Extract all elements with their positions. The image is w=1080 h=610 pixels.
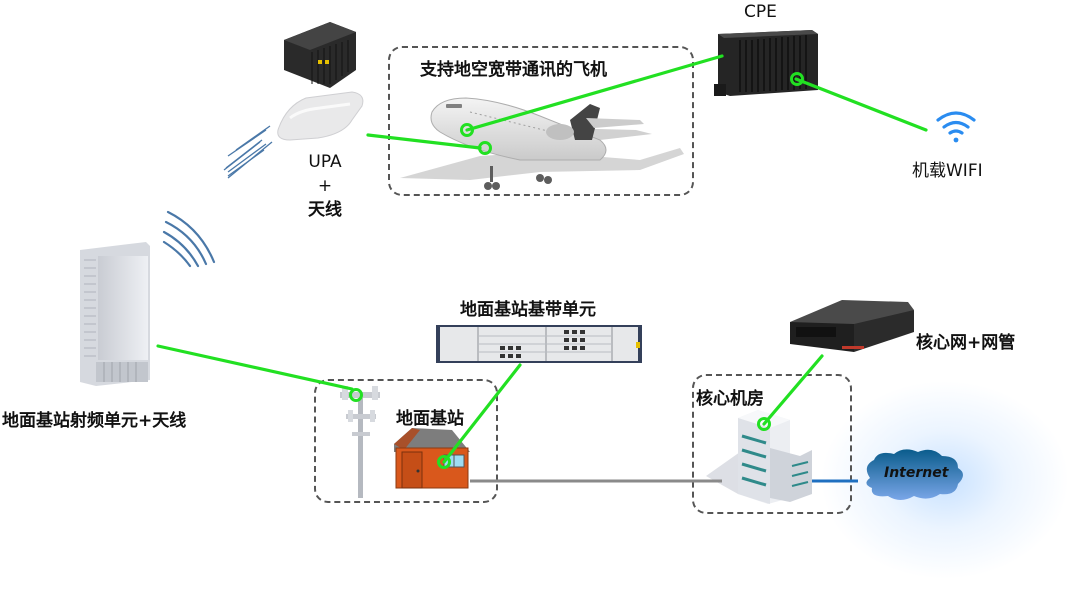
- internet-cloud-icon: [866, 449, 963, 500]
- station-house-icon: [394, 428, 470, 489]
- core-room-label: 核心机房: [696, 389, 764, 409]
- aircraft-group-box: [388, 46, 694, 196]
- aircraft-icon: [400, 97, 684, 190]
- rru-label: 地面基站射频单元+天线: [2, 411, 187, 431]
- link-bbu-house: [442, 363, 522, 464]
- core-network-label: 核心网+网管: [916, 333, 1016, 353]
- upa-antenna-icon: [277, 91, 364, 141]
- upa-antenna-label: UPA + 天线: [300, 150, 350, 222]
- bbu-label: 地面基站基带单元: [460, 300, 596, 320]
- core-room-group-box: [692, 374, 852, 514]
- upa-hardware-icon: [284, 22, 356, 88]
- endpoint-house: [437, 455, 451, 469]
- core-server-icon: [790, 300, 914, 352]
- upa-label-line2: +: [317, 176, 333, 196]
- link-aircraft-cpe: [465, 54, 724, 132]
- internet-label: Internet: [884, 465, 949, 481]
- cell-tower-icon: [340, 386, 380, 498]
- endpoint-aircraft-upa: [478, 141, 492, 155]
- ground-station-group-box: [314, 379, 498, 503]
- link-upa-aircraft: [366, 133, 482, 150]
- link-cpe-wifi: [794, 77, 928, 132]
- rru-device-icon: [80, 242, 150, 386]
- rru-signal-waves-icon: [162, 210, 216, 268]
- ground-station-label: 地面基站: [396, 409, 464, 429]
- upa-label-line1: UPA: [308, 152, 342, 172]
- bbu-device-icon: [436, 325, 642, 363]
- core-building-icon: [706, 410, 812, 504]
- endpoint-tower: [349, 388, 363, 402]
- endpoint-building: [757, 417, 771, 431]
- link-server-building: [762, 354, 824, 426]
- cpe-device-icon: [714, 30, 818, 96]
- aircraft-group-title: 支持地空宽带通讯的飞机: [420, 60, 607, 80]
- upa-label-line3: 天线: [308, 200, 342, 220]
- wifi-label: 机载WIFI: [912, 161, 983, 181]
- link-endpoints: [349, 72, 804, 469]
- green-links: [156, 54, 928, 464]
- upa-signal-waves-icon: [223, 125, 273, 179]
- endpoint-cpe: [790, 72, 804, 86]
- endpoint-aircraft-cpe: [460, 123, 474, 137]
- wifi-icon: [936, 111, 976, 143]
- cpe-label: CPE: [744, 2, 777, 22]
- link-rru-tower: [156, 344, 354, 391]
